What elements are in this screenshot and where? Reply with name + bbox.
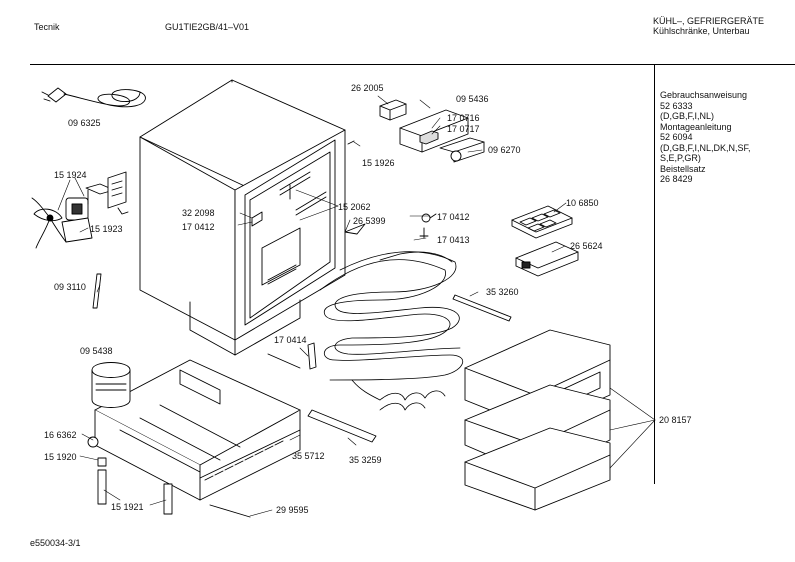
part-label-170413: 17 0413	[437, 235, 470, 245]
cabinet	[140, 80, 365, 355]
doc-line: 26 8429	[660, 174, 693, 184]
side-panel-divider	[654, 64, 655, 484]
doc-line: 52 6333	[660, 100, 693, 111]
doc-line: Gebrauchsanweisung	[660, 90, 748, 100]
part-label-095438: 09 5438	[80, 346, 113, 356]
drawers	[465, 330, 610, 510]
base-frame	[95, 360, 300, 500]
doc-line: Beistellsatz	[660, 163, 706, 174]
header-divider	[30, 64, 795, 65]
part-label-096325: 09 6325	[68, 118, 101, 128]
category-line-1: KÜHL–, GEFRIERGERÄTE	[653, 16, 765, 26]
drawing-id: e550034-3/1	[30, 538, 81, 548]
part-label-170717: 17 0717	[447, 124, 480, 134]
part-label-151924: 15 1924	[54, 170, 87, 180]
part-label-265624: 26 5624	[570, 241, 603, 251]
fan-motor-assembly	[32, 172, 128, 248]
part-label-353259: 35 3259	[349, 455, 382, 465]
model-label: GU1TIE2GB/41–V01	[165, 22, 250, 32]
part-label-095436: 09 5436	[456, 94, 489, 104]
part-label-265399: 26 5399	[353, 216, 386, 226]
part-label-106850: 10 6850	[566, 198, 599, 208]
doc-line: S,E,P,GR)	[660, 153, 701, 163]
doc-line: (D,GB,F,I,NL,DK,N,SF,	[660, 142, 751, 153]
electronic-boards	[512, 206, 578, 276]
leader-lines	[58, 96, 655, 516]
part-label-166362: 16 6362	[44, 430, 77, 440]
brand-label: Tecnik	[34, 22, 60, 32]
doc-line: Montageanleitung	[660, 121, 732, 132]
part-label-170716: 17 0716	[447, 113, 480, 123]
part-label-151926: 15 1926	[362, 158, 395, 168]
thermostat-housing	[348, 100, 484, 162]
part-label-170412-b: 17 0412	[437, 212, 470, 222]
part-label-093110: 09 3110	[54, 282, 86, 292]
part-label-355712: 35 5712	[292, 451, 325, 461]
documentation-list: Gebrauchsanweisung 52 6333 (D,GB,F,I,NL)…	[660, 90, 751, 185]
part-label-170414: 17 0414	[274, 335, 307, 345]
cover-strips	[93, 274, 376, 442]
part-label-353260: 35 3260	[486, 287, 519, 297]
doc-line: 52 6094	[660, 132, 693, 142]
rod-353260	[453, 295, 511, 321]
category-line-2: Kühlschränke, Unterbau	[653, 26, 750, 36]
part-label-170412-a: 17 0412	[182, 222, 215, 232]
part-label-096270: 09 6270	[488, 145, 521, 155]
power-cord	[42, 88, 145, 107]
doc-line: (D,GB,F,I,NL)	[660, 111, 715, 121]
evaporator-coil	[320, 252, 463, 410]
part-label-262005: 26 2005	[351, 83, 384, 93]
compressor	[92, 363, 130, 408]
part-label-208157: 20 8157	[659, 415, 692, 425]
part-label-151921: 15 1921	[111, 502, 144, 512]
part-label-151923: 15 1923	[90, 224, 123, 234]
part-label-152062: 15 2062	[338, 202, 371, 212]
part-label-322098: 32 2098	[182, 208, 215, 218]
part-label-151920: 15 1920	[44, 452, 77, 462]
feet-screws	[88, 437, 250, 517]
part-label-299595: 29 9595	[276, 505, 309, 515]
